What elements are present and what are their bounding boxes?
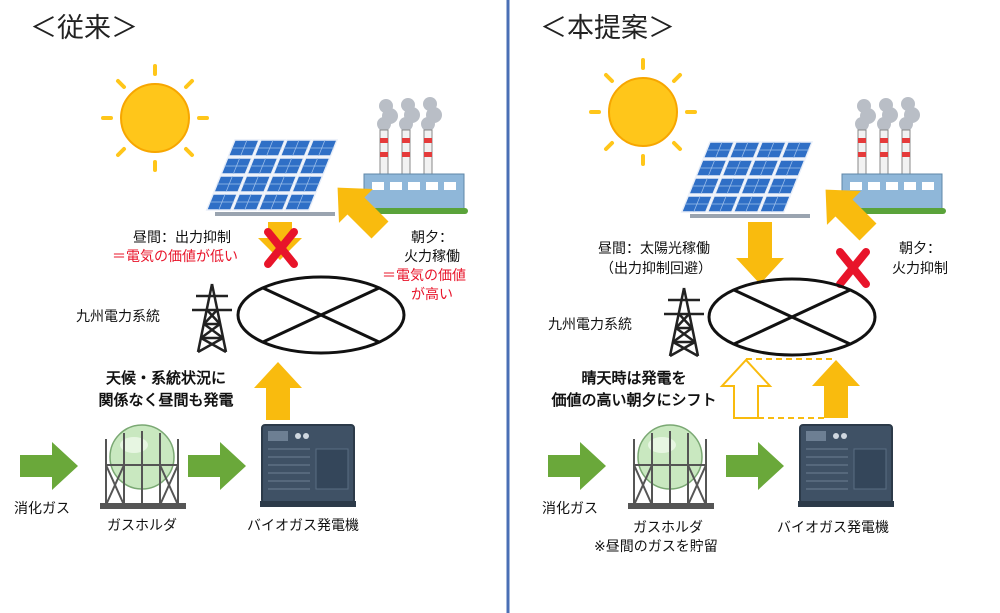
morning-note-left-2: が高い [411,287,453,303]
generator-icon-left [259,424,357,508]
grid-label-left: 九州電力系統 [76,309,160,325]
daytime-note-left: ＝電気の価値が低い [112,249,238,265]
arrow-generator-to-grid-right [812,360,860,418]
shift-dashed-line [746,358,836,419]
bold-note-left-1: 天候・系統状況に [105,369,226,387]
generator-label-left: バイオガス発電機 [247,518,359,534]
grid-ellipse-left [236,275,406,355]
arrow-holder-to-generator-right [726,442,784,490]
gas-holder-label-right: ガスホルダ [633,520,703,536]
morning-label-left-2: 火力稼働 [404,249,460,265]
cross-icon-right [836,248,870,288]
solar-panel-icon-left [207,140,337,216]
morning-note-left-1: ＝電気の価値 [382,268,466,284]
arrow-thermal-to-grid-left [337,187,389,239]
daytime-label-right-1: 昼間：太陽光稼働 [598,241,710,257]
panel-title-right: ＜本提案＞ [540,13,675,44]
bold-note-right-1: 晴天時は発電を [581,369,687,387]
bold-note-left-2: 関係なく昼間も発電 [98,391,234,409]
bold-note-right-2: 価値の高い朝夕にシフト [551,391,717,409]
morning-label-left-1: 朝夕： [411,230,453,246]
solar-panel-icon-right [682,142,812,218]
panel-title-left: ＜従来＞ [30,13,138,44]
sun-icon-right [589,58,697,166]
power-tower-icon-right [662,286,706,358]
daytime-label-right-2: （出力抑制回避） [600,261,712,277]
digestion-gas-label-left: 消化ガス [14,501,70,517]
thermal-plant-icon-left [359,96,469,215]
sun-icon-left [101,64,209,172]
arrow-hollow-shift-right [719,358,773,419]
morning-label-right-2: 火力抑制 [892,261,948,277]
power-tower-icon-left [190,282,234,354]
gas-holder-note-right: ※昼間のガスを貯留 [594,539,718,555]
digestion-gas-label-right: 消化ガス [542,501,598,517]
generator-icon-right [797,424,895,508]
gas-holder-icon-left [99,424,187,510]
arrow-gas-in-right [548,442,606,490]
grid-label-right: 九州電力系統 [548,317,632,333]
gas-holder-icon-right [627,424,715,510]
arrow-gas-in-left [20,442,78,490]
arrow-solar-to-grid-right [736,222,784,284]
morning-label-right-1: 朝夕： [899,241,941,257]
grid-ellipse-right [707,277,877,357]
arrow-thermal-to-grid-right [825,189,877,241]
gas-holder-label-left: ガスホルダ [107,518,177,534]
cross-icon-left [264,228,298,268]
daytime-label-left: 昼間：出力抑制 [133,230,231,246]
generator-label-right: バイオガス発電機 [777,520,889,536]
arrow-generator-to-grid-left [254,362,302,420]
arrow-holder-to-generator-left [188,442,246,490]
